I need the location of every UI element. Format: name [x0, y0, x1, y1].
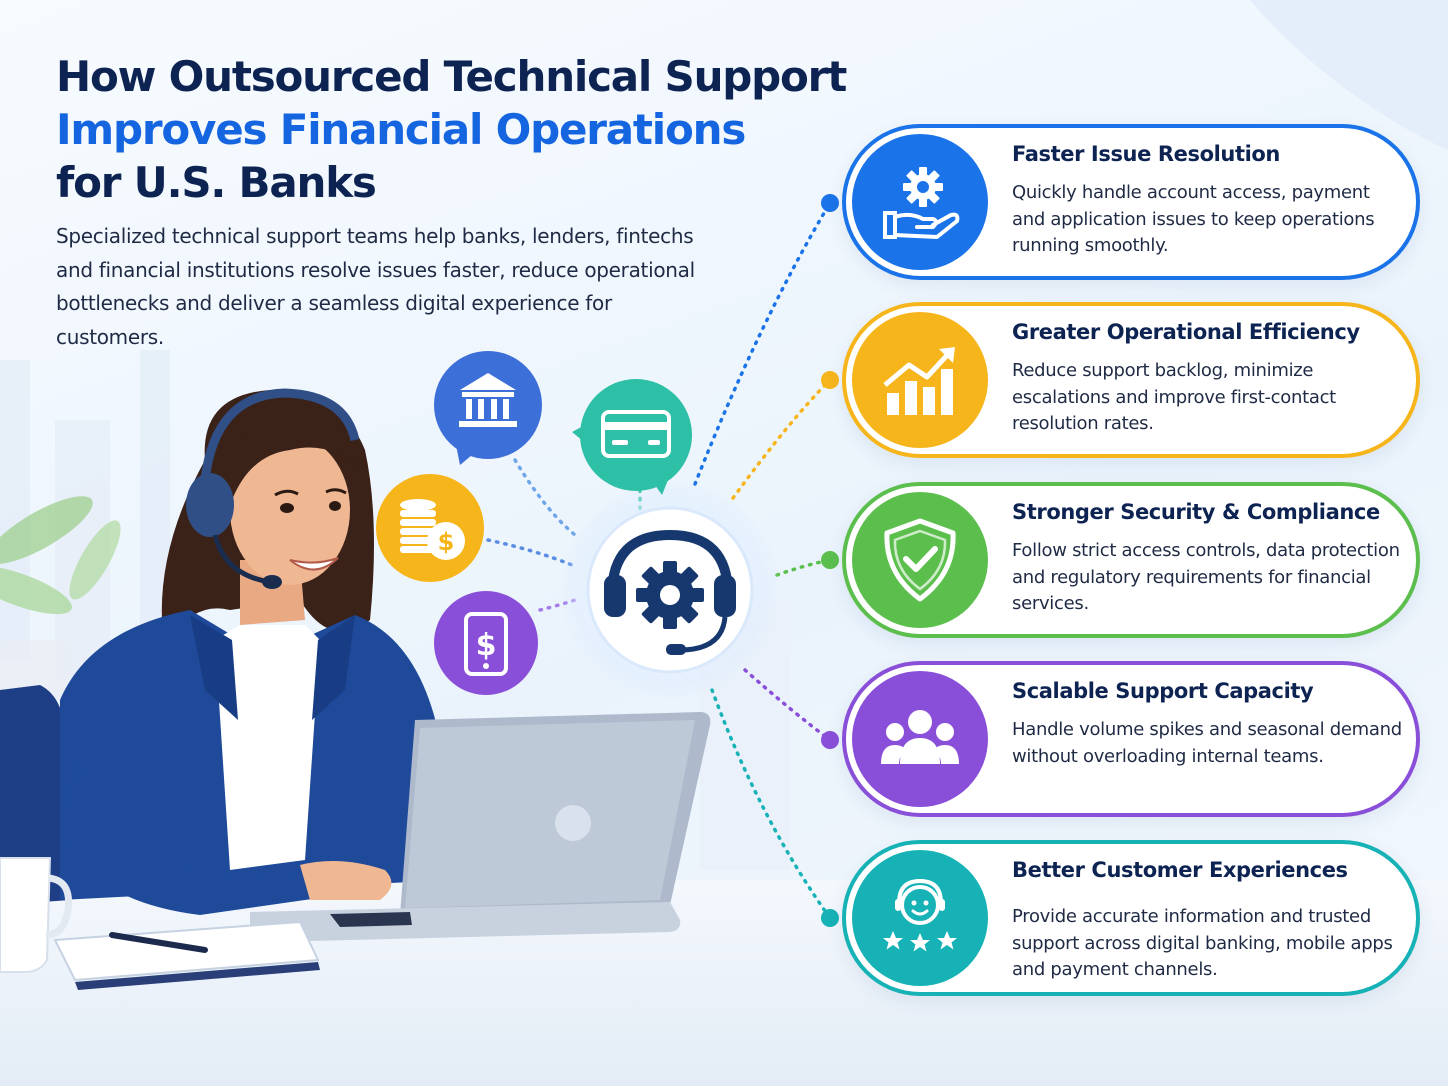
connector-1	[693, 201, 832, 486]
laptop-illustration	[250, 712, 711, 942]
connector-4	[743, 668, 832, 742]
gear-hand-icon	[883, 167, 960, 239]
svg-text:$: $	[438, 528, 455, 556]
page-subtitle: Specialized technical support teams help…	[56, 224, 695, 349]
benefit-card-stronger-security-compliance: Stronger Security & Compliance Follow st…	[842, 482, 1420, 638]
connector-dot-3	[821, 551, 839, 569]
benefit-title: Scalable Support Capacity	[1012, 679, 1314, 703]
coins-icon: $	[400, 499, 465, 560]
benefit-card-better-customer-experiences: Better Customer Experiences Provide accu…	[842, 840, 1420, 996]
card-bubble	[572, 379, 692, 495]
connector-5	[710, 688, 832, 920]
mobile-payment-icon: $	[464, 612, 508, 676]
benefit-title: Faster Issue Resolution	[1012, 142, 1280, 166]
connector-dot-4	[821, 731, 839, 749]
credit-card-icon	[601, 410, 671, 458]
notebook-illustration	[53, 920, 320, 990]
headset-gear-icon	[604, 529, 736, 655]
title-line-1: How Outsourced Technical Support	[56, 52, 847, 101]
benefit-icon-circle	[852, 492, 988, 628]
title-line-3: for U.S. Banks	[56, 158, 377, 207]
benefit-description: Provide accurate information and trusted…	[1012, 906, 1393, 980]
benefit-card-greater-operational-efficiency: Greater Operational Efficiency Reduce su…	[842, 302, 1420, 458]
page-title: How Outsourced Technical Support Improve…	[56, 50, 847, 209]
benefit-icon-circle	[852, 134, 988, 270]
benefit-title: Better Customer Experiences	[1012, 858, 1348, 882]
connector-dot-5	[821, 909, 839, 927]
support-agent-illustration	[60, 388, 450, 915]
benefit-card-scalable-support-capacity: Scalable Support Capacity Handle volume …	[842, 661, 1420, 817]
benefit-title: Stronger Security & Compliance	[1012, 500, 1380, 524]
connector-dot-1	[821, 194, 839, 212]
coffee-mug-illustration	[0, 857, 73, 973]
team-icon	[881, 710, 959, 764]
mobile-bubble: $	[434, 591, 538, 695]
connector-2	[731, 378, 832, 500]
shield-check-icon	[884, 518, 956, 602]
benefit-icon-circle	[852, 312, 988, 448]
benefit-description: Handle volume spikes and seasonal demand…	[1012, 719, 1402, 767]
benefit-card-faster-issue-resolution: Faster Issue Resolution Quickly handle a…	[842, 124, 1420, 280]
benefit-description: Follow strict access controls, data prot…	[1012, 540, 1400, 614]
benefit-description: Reduce support backlog, minimize escalat…	[1012, 360, 1336, 434]
bank-icon	[459, 373, 517, 427]
benefit-icon-circle	[852, 850, 988, 986]
bank-bubble	[434, 351, 542, 465]
title-line-2: Improves Financial Operations	[56, 105, 746, 154]
benefit-icon-circle	[852, 671, 988, 807]
coins-bubble: $	[376, 474, 484, 582]
benefit-title: Greater Operational Efficiency	[1012, 320, 1360, 344]
svg-text:$: $	[476, 628, 497, 663]
benefit-description: Quickly handle account access, payment a…	[1012, 182, 1375, 256]
customer-rating-icon	[883, 878, 957, 952]
growth-chart-icon	[883, 347, 955, 415]
connector-dot-2	[821, 371, 839, 389]
